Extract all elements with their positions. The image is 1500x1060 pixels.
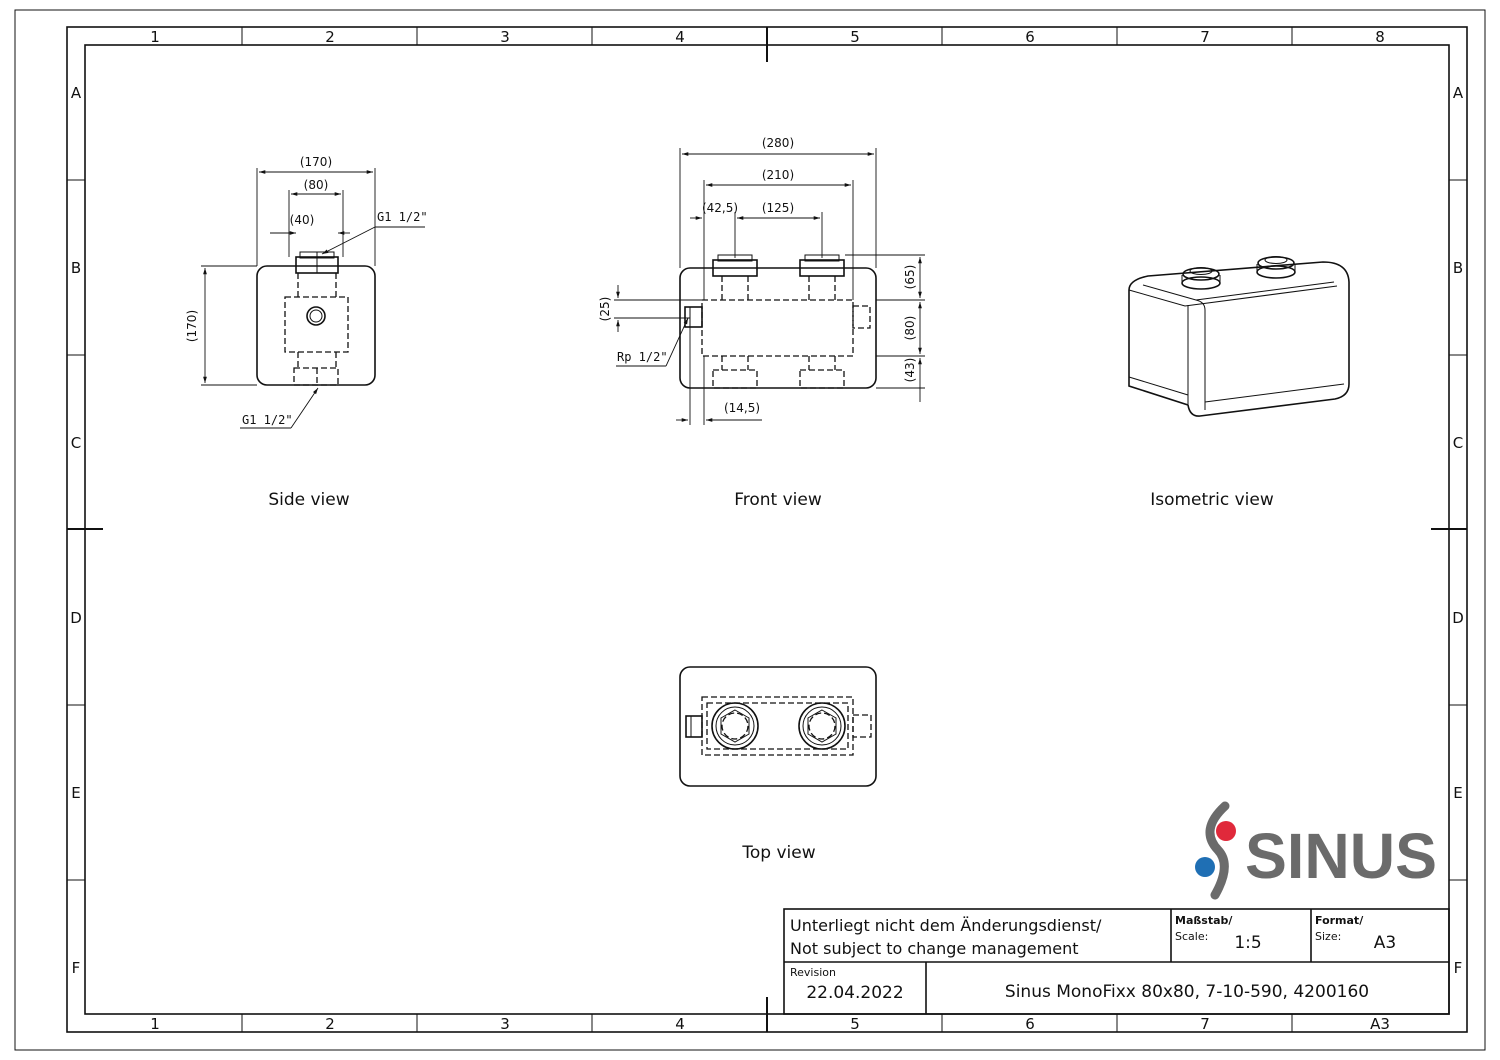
revision-label: Revision: [790, 966, 836, 979]
col-label: 1: [150, 28, 160, 46]
col-label: 3: [500, 28, 510, 46]
col-label: 1: [150, 1015, 160, 1033]
logo-red-dot-icon: [1216, 821, 1236, 841]
isometric-view: [1128, 256, 1350, 417]
col-label: 5: [850, 28, 860, 46]
column-labels-top: 1 2 3 4 5 6 7 8: [150, 28, 1385, 46]
row-label: B: [71, 259, 81, 277]
col-label: 7: [1200, 28, 1210, 46]
col-label: 2: [325, 28, 335, 46]
row-label: D: [70, 609, 82, 627]
col-label: 5: [850, 1015, 860, 1033]
column-labels-bottom: 1 2 3 4 5 6 7 A3: [150, 1015, 1390, 1033]
dim-label: (170): [185, 310, 199, 342]
row-label: A: [71, 84, 82, 102]
col-label: 4: [675, 1015, 685, 1033]
note-english: Not subject to change management: [790, 939, 1079, 958]
top-view-caption: Top view: [741, 843, 815, 863]
col-label: 2: [325, 1015, 335, 1033]
dim-label: (170): [300, 155, 332, 169]
dim-label: (80): [903, 316, 917, 341]
row-label: B: [1453, 259, 1463, 277]
col-label: 6: [1025, 1015, 1035, 1033]
side-view-caption: Side view: [268, 490, 349, 510]
col-label: 4: [675, 28, 685, 46]
thread-label: G1 1/2": [242, 413, 293, 427]
dim-label: (125): [762, 201, 794, 215]
logo-text: SINUS: [1245, 820, 1437, 892]
note-german: Unterliegt nicht dem Änderungsdienst/: [790, 916, 1102, 935]
format-label-en: Size:: [1315, 930, 1341, 943]
sinus-logo: SINUS: [1195, 801, 1437, 900]
row-label: C: [1453, 434, 1463, 452]
dim-label: (80): [304, 178, 329, 192]
dim-label: (25): [598, 297, 612, 322]
row-label: D: [1452, 609, 1464, 627]
row-label: C: [71, 434, 81, 452]
title-block: [783, 908, 1450, 1015]
dim-label: (65): [903, 265, 917, 290]
dim-label: (210): [762, 168, 794, 182]
logo-swoosh-icon: [1205, 801, 1230, 900]
dim-label: (280): [762, 136, 794, 150]
row-label: F: [72, 959, 81, 977]
row-labels-right: A B C D E F: [1452, 84, 1464, 977]
dim-label: (14,5): [724, 401, 760, 415]
drawing-frame: [14, 9, 1486, 1051]
front-view-dimension-labels: (280) (210) (42,5) (125) (65) (80) (43) …: [598, 136, 917, 415]
row-label: F: [1454, 959, 1463, 977]
revision-value: 22.04.2022: [806, 983, 903, 1003]
front-view-caption: Front view: [734, 490, 822, 510]
dim-label: (42,5): [702, 201, 738, 215]
col-label: A3: [1370, 1015, 1390, 1033]
col-label: 8: [1375, 28, 1385, 46]
col-label: 3: [500, 1015, 510, 1033]
dim-label: (43): [903, 358, 917, 383]
thread-label: G1 1/2": [377, 210, 428, 224]
side-view-dimension-labels: (170) (80) (40) (170) G1 1/2" G1 1/2": [185, 155, 428, 427]
drawing-title: Sinus MonoFixx 80x80, 7-10-590, 4200160: [1005, 982, 1369, 1002]
isometric-view-caption: Isometric view: [1150, 490, 1274, 510]
format-label-de: Format/: [1315, 914, 1364, 927]
scale-label-en: Scale:: [1175, 930, 1208, 943]
title-block-text: Unterliegt nicht dem Änderungsdienst/ No…: [790, 914, 1396, 1003]
thread-label: Rp 1/2": [617, 350, 668, 364]
front-view: [614, 148, 925, 425]
scale-label-de: Maßstab/: [1175, 914, 1233, 927]
format-value: A3: [1374, 933, 1396, 953]
col-label: 6: [1025, 28, 1035, 46]
logo-blue-dot-icon: [1195, 857, 1215, 877]
row-labels-left: A B C D E F: [70, 84, 82, 977]
top-view: [679, 666, 877, 787]
scale-value: 1:5: [1234, 933, 1261, 953]
row-label: E: [1453, 784, 1462, 802]
row-label: A: [1453, 84, 1464, 102]
col-label: 7: [1200, 1015, 1210, 1033]
row-label: E: [71, 784, 80, 802]
dim-label: (40): [290, 213, 315, 227]
side-view: [201, 168, 425, 429]
